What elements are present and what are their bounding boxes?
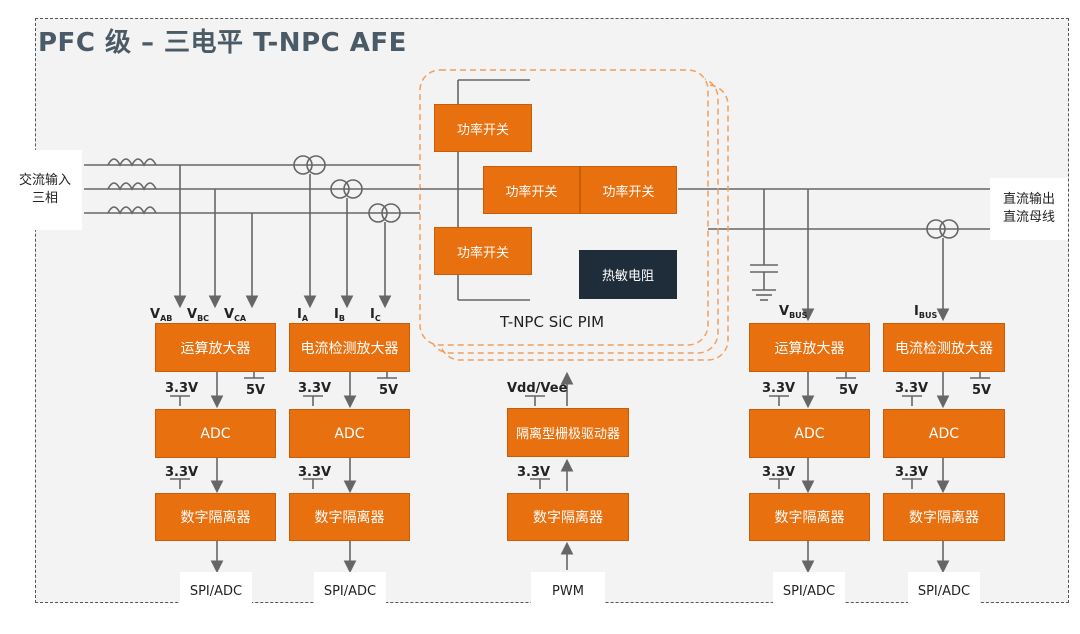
pim-label: T-NPC SiC PIM xyxy=(500,313,605,331)
csa-block-left: 电流检测放大器 xyxy=(289,323,410,372)
label-vbus: VBUS xyxy=(779,304,808,320)
rail-5v-adc-1: 5V xyxy=(246,383,266,398)
rail-vdd-vee: Vdd/Vee xyxy=(507,381,568,396)
label-ibus: IBUS xyxy=(914,304,938,320)
label-ia: IA xyxy=(297,307,309,323)
rail-3v3-iso-center: 3.3V xyxy=(517,465,551,480)
label-vbc: VBC xyxy=(187,307,210,323)
csa-block-right: 电流检测放大器 xyxy=(883,323,1005,372)
rail-5v-adc-2: 5V xyxy=(379,383,399,398)
iso-block-center: 数字隔离器 xyxy=(507,493,629,541)
adc-block-3: ADC xyxy=(749,409,870,458)
rail-3v3-adc-2: 3.3V xyxy=(298,381,332,396)
rail-5v-adc-4: 5V xyxy=(972,383,992,398)
ac-input-box: 交流输入 三相 xyxy=(8,150,82,230)
rail-3v3-iso-4: 3.3V xyxy=(895,465,929,480)
opamp-block-left: 运算放大器 xyxy=(155,323,276,372)
adc-block-4: ADC xyxy=(883,409,1005,458)
power-switch-mid-right: 功率开关 xyxy=(580,166,677,214)
adc-block-1: ADC xyxy=(155,409,276,458)
rail-3v3-iso-3: 3.3V xyxy=(762,465,796,480)
pwm-input: PWM xyxy=(531,572,605,612)
dc-output-line1: 直流输出 xyxy=(1002,192,1055,207)
label-ib: IB xyxy=(334,307,345,323)
thermistor-block: 热敏电阻 xyxy=(579,250,677,299)
label-vab: VAB xyxy=(150,307,173,323)
ac-input-line2: 三相 xyxy=(31,191,58,206)
adc-block-2: ADC xyxy=(289,409,410,458)
dc-output-box: 直流输出 直流母线 xyxy=(990,178,1068,240)
dc-output-line2: 直流母线 xyxy=(1002,210,1055,225)
rail-3v3-iso-1: 3.3V xyxy=(165,465,199,480)
gate-driver-block: 隔离型栅极驱动器 xyxy=(507,408,629,457)
power-switch-top: 功率开关 xyxy=(434,104,532,152)
spi-adc-output-2: SPI/ADC xyxy=(314,572,386,612)
rail-3v3-adc-1: 3.3V xyxy=(165,381,199,396)
iso-block-3: 数字隔离器 xyxy=(749,493,870,541)
rail-5v-adc-3: 5V xyxy=(839,383,859,398)
power-switch-mid-left: 功率开关 xyxy=(483,166,580,214)
spi-adc-output-3: SPI/ADC xyxy=(773,572,845,612)
rail-3v3-adc-3: 3.3V xyxy=(762,381,796,396)
rail-3v3-adc-4: 3.3V xyxy=(895,381,929,396)
spi-adc-output-1: SPI/ADC xyxy=(180,572,252,612)
rail-3v3-iso-2: 3.3V xyxy=(298,465,332,480)
spi-adc-output-4: SPI/ADC xyxy=(908,572,980,612)
label-vca: VCA xyxy=(224,307,247,323)
ac-input-line1: 交流输入 xyxy=(18,173,71,188)
iso-block-4: 数字隔离器 xyxy=(883,493,1005,541)
label-ic: IC xyxy=(370,307,381,323)
iso-block-2: 数字隔离器 xyxy=(289,493,410,541)
power-switch-bottom: 功率开关 xyxy=(434,227,532,275)
opamp-block-right: 运算放大器 xyxy=(749,323,870,372)
diagram-title: PFC 级 – 三电平 T-NPC AFE xyxy=(38,28,407,58)
iso-block-1: 数字隔离器 xyxy=(155,493,276,541)
